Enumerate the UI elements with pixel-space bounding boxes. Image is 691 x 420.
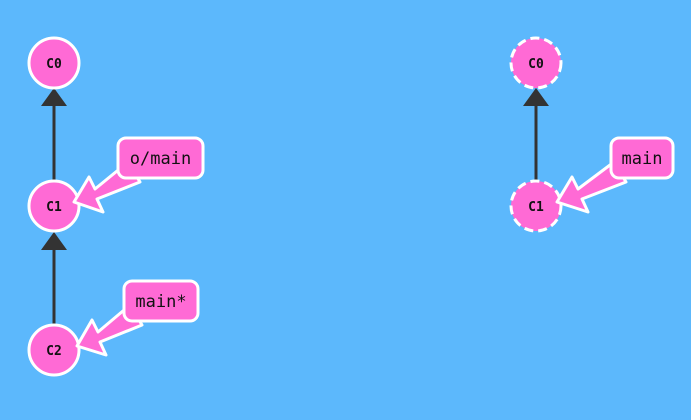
remote-branch-main: main	[555, 136, 675, 214]
remote-commit-c0-label: C0	[528, 57, 544, 72]
local-branch-main: main*	[75, 279, 200, 357]
local-edge-c1-c0	[41, 88, 67, 182]
local-commit-c0-label: C0	[46, 57, 62, 72]
local-commit-c2-label: C2	[46, 344, 62, 359]
branch-arrow	[555, 160, 628, 214]
local-commit-c1-label: C1	[46, 200, 62, 215]
local-commit-c1: C1	[27, 179, 81, 233]
local-edge-c2-c1	[41, 232, 67, 326]
local-commit-c0: C0	[27, 36, 81, 90]
remote-repo: C0 C1 main	[509, 36, 675, 233]
remote-edge-c1-c0	[523, 88, 549, 182]
local-branch-o-main: o/main	[72, 136, 205, 214]
local-branch-o-main-label: o/main	[130, 149, 191, 169]
remote-commit-c1-label: C1	[528, 200, 544, 215]
local-commit-c2: C2	[27, 323, 81, 377]
local-repo: C0 C1 C2 o/main main*	[27, 36, 205, 377]
local-branch-main-label: main*	[135, 292, 186, 312]
remote-commit-c1: C1	[509, 179, 563, 233]
remote-commit-c0: C0	[509, 36, 563, 90]
remote-branch-main-label: main	[622, 149, 663, 169]
